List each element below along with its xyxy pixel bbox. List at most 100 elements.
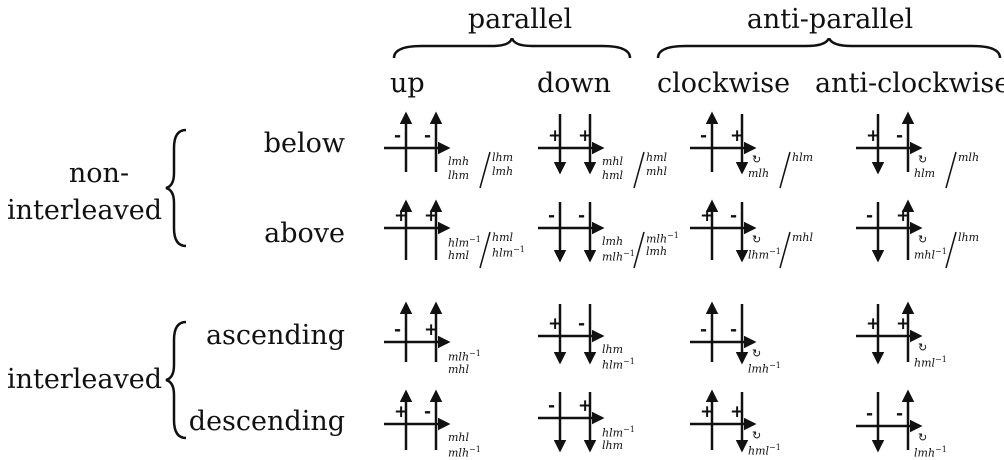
permutation-label: hml	[602, 169, 624, 182]
rotation-icon: ↻	[752, 233, 762, 246]
permutation-label: mhl−1	[914, 247, 947, 262]
diagram-cell: -+mlh↻hlm	[690, 110, 813, 189]
brace-anti-parallel	[656, 38, 1002, 59]
minus-sign: -	[866, 404, 874, 424]
minus-sign: -	[896, 404, 904, 424]
plus-sign: +	[866, 126, 881, 146]
permutation-label: lmh−1	[748, 361, 781, 376]
permutation-label: hml	[646, 151, 668, 164]
permutation-label: mhl	[792, 231, 814, 244]
spin-diagram	[384, 199, 451, 260]
permutation-label: mhl	[602, 155, 624, 168]
brace-non-interleaved	[165, 128, 187, 248]
plus-sign: +	[424, 206, 439, 226]
plus-sign: +	[700, 402, 715, 422]
diagram-cell: +- lhm−1↻ mhl	[690, 198, 813, 269]
slash-divider	[633, 151, 645, 189]
spin-diagram	[538, 392, 605, 453]
rotation-icon: ↻	[918, 233, 928, 246]
permutation-label: hml	[492, 231, 514, 244]
col-down: down	[537, 68, 612, 99]
permutation-label: hml−1	[748, 443, 781, 458]
diagram-cell: - - lmh−1↻	[856, 388, 966, 460]
permutation-label: lhm	[958, 231, 980, 244]
minus-sign: -	[730, 320, 738, 340]
minus-sign: -	[730, 206, 738, 226]
spin-diagram	[856, 389, 923, 453]
permutation-label: hml	[448, 249, 470, 262]
minus-sign: -	[896, 126, 904, 146]
slash-divider	[945, 151, 957, 189]
permutation-label: mlh−1	[646, 231, 679, 246]
spin-diagram	[538, 202, 605, 263]
minus-sign: -	[394, 126, 402, 146]
plus-sign: +	[424, 320, 439, 340]
minus-sign: -	[578, 206, 586, 226]
permutation-label: mlh−1	[602, 249, 635, 264]
spin-diagram	[384, 389, 451, 450]
plus-sign: +	[866, 314, 881, 334]
brace-parallel	[392, 38, 632, 59]
plus-sign: +	[730, 402, 745, 422]
permutation-label: hlm	[914, 167, 936, 180]
row-descending: descending	[188, 406, 345, 437]
permutation-label: hlm−1	[602, 425, 635, 440]
minus-sign: -	[700, 126, 708, 146]
permutation-label: lhm	[602, 439, 624, 452]
col-anti-clockwise: anti-clockwise	[815, 68, 1004, 99]
minus-sign: -	[548, 396, 556, 416]
group-non: non-	[68, 158, 130, 189]
diagram-cell: - - lmh−1↻	[690, 300, 800, 375]
rotation-icon: ↻	[918, 153, 928, 166]
minus-sign: -	[548, 206, 556, 226]
spin-diagram	[690, 301, 757, 365]
spin-diagram	[690, 199, 757, 263]
spin-diagram	[384, 111, 451, 172]
plus-sign: +	[578, 126, 593, 146]
plus-sign: +	[700, 206, 715, 226]
permutation-label: mhl	[448, 363, 470, 376]
rotation-icon: ↻	[752, 429, 762, 442]
minus-sign: -	[424, 402, 432, 422]
spin-diagram	[856, 301, 923, 365]
permutation-label: lhm	[602, 343, 624, 356]
slash-divider	[479, 231, 491, 269]
rotation-icon: ↻	[918, 431, 928, 444]
permutation-label: lmh	[492, 165, 514, 178]
minus-sign: -	[866, 206, 874, 226]
permutation-label: mlh−1	[448, 445, 481, 460]
spin-diagram	[538, 304, 605, 365]
minus-sign: -	[578, 314, 586, 334]
permutation-label: lhm−1	[748, 247, 781, 262]
brace-interleaved	[165, 320, 187, 440]
rotation-icon: ↻	[752, 347, 762, 360]
plus-sign: +	[394, 402, 409, 422]
permutation-label: mhl	[448, 431, 470, 444]
spin-diagram	[856, 199, 923, 263]
minus-sign: -	[700, 320, 708, 340]
permutation-label: mlh	[748, 167, 770, 180]
header-parallel: parallel	[467, 4, 573, 35]
minus-sign: -	[424, 126, 432, 146]
plus-sign: +	[394, 206, 409, 226]
spin-diagram	[856, 111, 923, 175]
permutation-label: mhl	[646, 165, 668, 178]
spin-diagram	[690, 389, 757, 453]
diagram-cell: + + hml−1↻	[690, 388, 800, 458]
row-ascending: ascending	[205, 320, 345, 351]
plus-sign: +	[896, 206, 911, 226]
spin-diagram	[690, 111, 757, 175]
permutation-label: lmh−1	[914, 445, 947, 460]
row-above: above	[264, 218, 345, 249]
plus-sign: +	[548, 126, 563, 146]
permutation-label: lmh	[448, 155, 470, 168]
plus-sign: +	[896, 314, 911, 334]
group-interleaved-2: interleaved	[7, 364, 162, 395]
permutation-label: lmh	[602, 235, 624, 248]
permutation-label: lmh	[646, 245, 668, 258]
spin-diagram	[538, 114, 605, 175]
